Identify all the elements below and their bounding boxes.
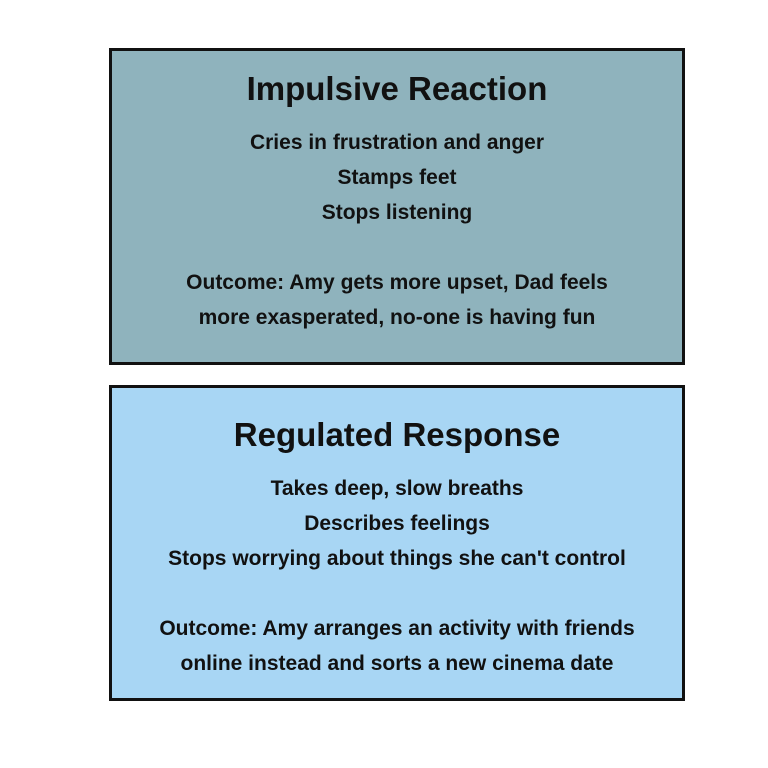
outcome-text: Outcome: Amy gets more upset, Dad feels … (112, 265, 682, 335)
outcome-line: online instead and sorts a new cinema da… (180, 652, 614, 675)
behaviour-list: Takes deep, slow breaths Describes feeli… (112, 471, 682, 576)
impulsive-reaction-panel: Impulsive Reaction Cries in frustration … (109, 48, 685, 365)
outcome-line: Outcome: Amy gets more upset, Dad feels (186, 271, 608, 294)
panel-title: Impulsive Reaction (246, 70, 548, 107)
behaviour-item: Cries in frustration and anger (249, 131, 545, 154)
outcome-line: Outcome: Amy arranges an activity with f… (159, 617, 635, 640)
behaviour-item: Describes feelings (304, 512, 490, 535)
behaviour-item: Stops listening (321, 201, 473, 224)
behaviour-item: Takes deep, slow breaths (270, 477, 524, 500)
outcome-line: more exasperated, no-one is having fun (198, 306, 596, 329)
panel-title: Regulated Response (233, 416, 561, 453)
behaviour-list: Cries in frustration and anger Stamps fe… (112, 125, 682, 230)
behaviour-item: Stamps feet (337, 166, 457, 189)
regulated-response-panel: Regulated Response Takes deep, slow brea… (109, 385, 685, 701)
behaviour-item: Stops worrying about things she can't co… (168, 547, 626, 570)
outcome-text: Outcome: Amy arranges an activity with f… (112, 611, 682, 681)
